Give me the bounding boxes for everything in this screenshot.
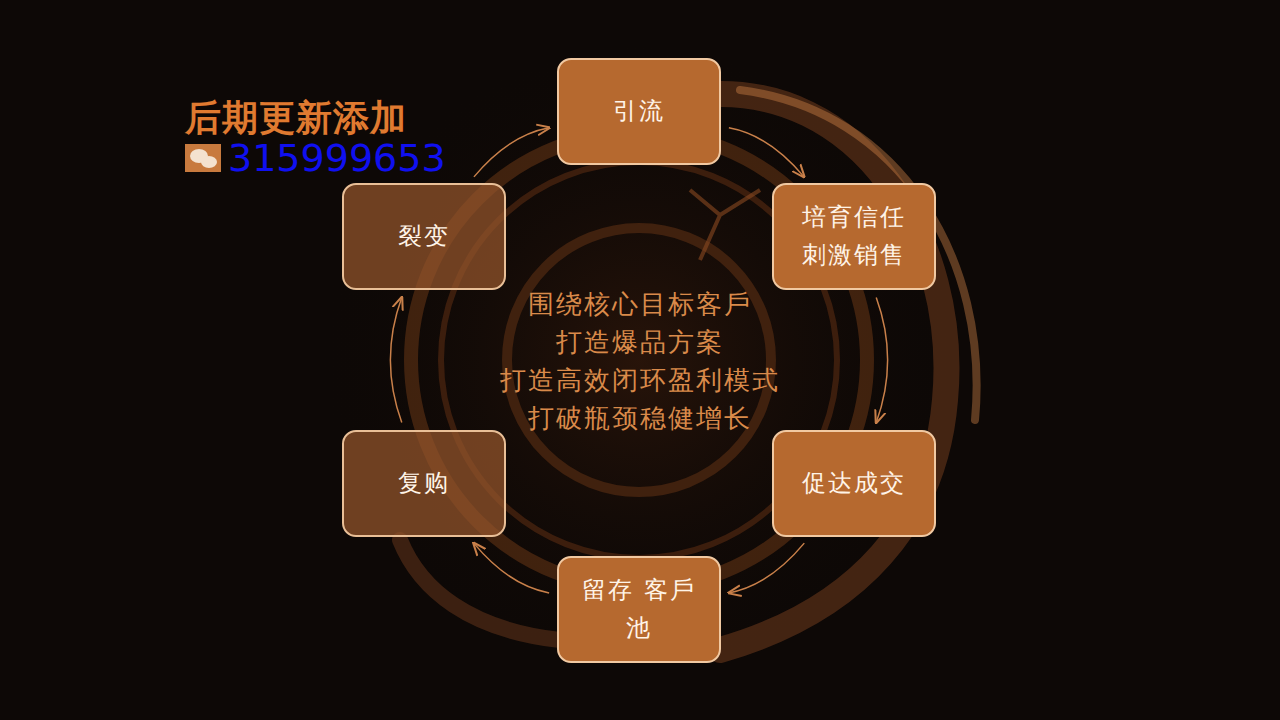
node-label: 留存 客戶池 [575,572,703,646]
flow-arrow [390,298,401,423]
ring [507,228,771,492]
process-box: 引流 [557,58,721,165]
node-label: 引流 [575,93,703,130]
watermark: 315999653 [228,136,446,180]
process-box: 留存 客戶池 [557,556,721,663]
flow-arrow [729,543,804,593]
process-box: 培育信任 刺激销售 [772,183,936,290]
center-slogan: 打破瓶颈稳健增长 [440,401,840,436]
node-label: 复购 [360,465,488,502]
process-box: 促达成交 [772,430,936,537]
flow-arrow [876,298,887,423]
flow-arrow [729,128,804,177]
wechat-icon [185,144,221,172]
center-slogan: 打造爆品方案 [440,325,840,360]
center-slogan: 围绕核心目标客戶 [440,287,840,322]
node-label: 培育信任 刺激销售 [790,199,918,273]
center-slogan: 打造高效闭环盈利模式 [440,363,840,398]
flow-arrow [474,128,549,177]
node-label: 促达成交 [790,465,918,502]
watermark: 后期更新添加 [185,94,407,143]
hand-mark [690,190,760,260]
swirl [400,540,560,640]
process-box: 复购 [342,430,506,537]
flow-arrow [474,543,549,593]
process-box: 裂变 [342,183,506,290]
node-label: 裂变 [360,218,488,255]
